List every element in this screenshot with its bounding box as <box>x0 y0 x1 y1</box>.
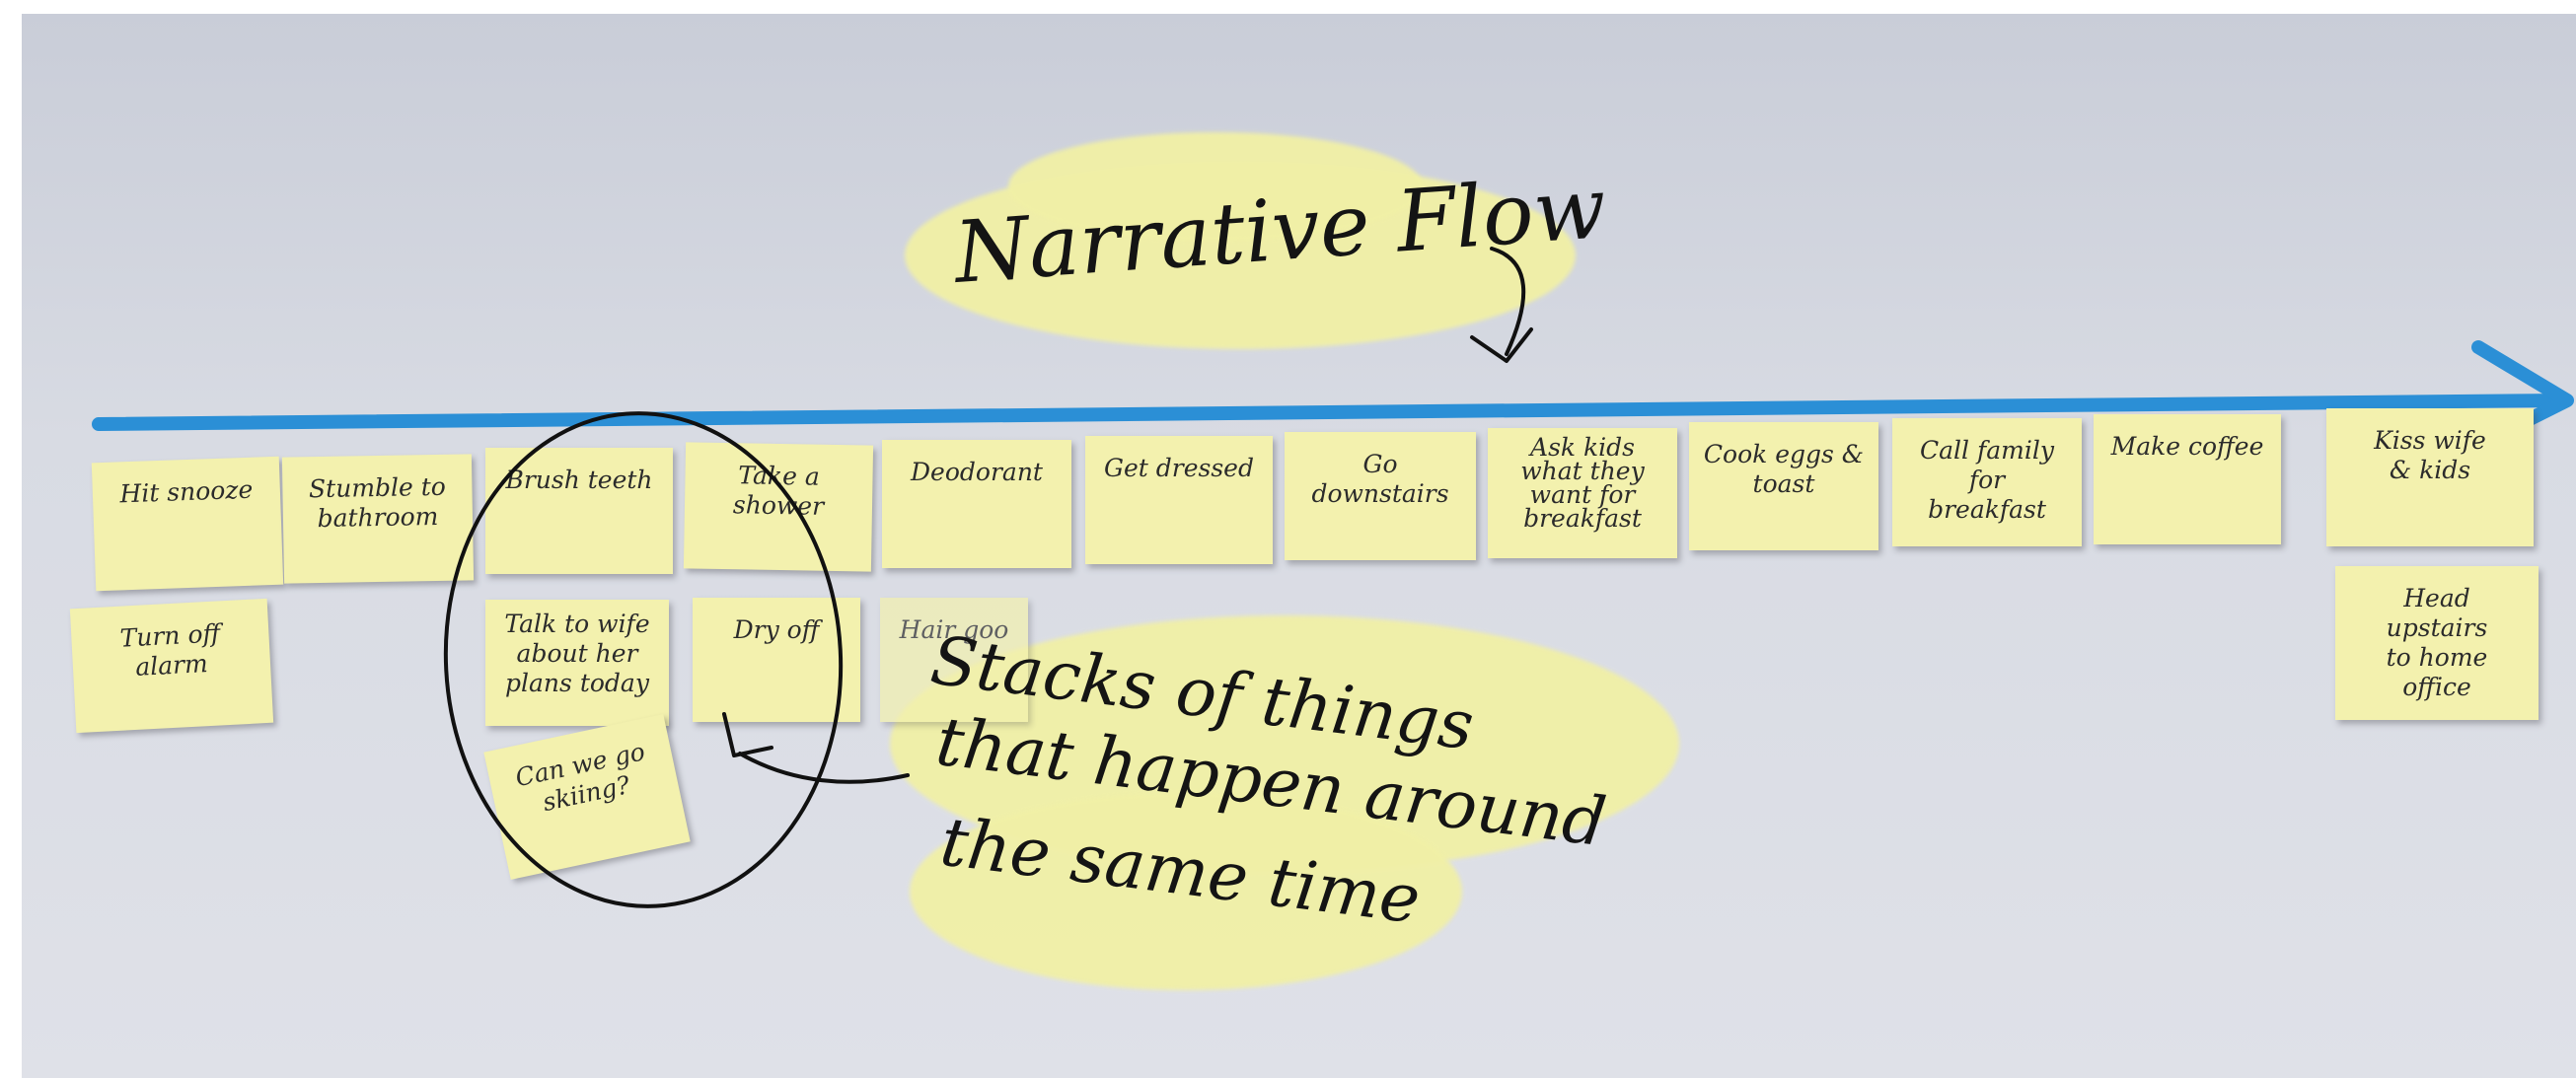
heading-pointer-arrow <box>1490 247 1526 356</box>
heading-highlight-lobe <box>1008 132 1423 241</box>
sticky-note-brush-teeth: Brush teeth <box>485 448 673 574</box>
sticky-note-ask-kids: Ask kids what they want for breakfast <box>1488 428 1677 558</box>
caption-pointer-arrowhead <box>722 712 773 757</box>
stack-circle <box>443 411 844 908</box>
heading-pointer-arrowhead <box>1470 327 1533 363</box>
whiteboard-photo: Narrative Flow Hit snooze Stumble to bat… <box>22 14 2576 1078</box>
sticky-note-get-dressed: Get dressed <box>1085 436 1273 564</box>
sticky-note-kiss-wife-kids: Kiss wife & kids <box>2326 408 2534 546</box>
caption-pointer-arrow <box>738 752 910 784</box>
sticky-note-make-coffee: Make coffee <box>2094 414 2281 544</box>
sticky-note-deodorant: Deodorant <box>882 440 1071 568</box>
sticky-note-hair-goo: Hair goo <box>880 598 1028 722</box>
sticky-note-go-downstairs: Go downstairs <box>1285 432 1476 560</box>
sticky-note-dry-off: Dry off <box>693 598 860 722</box>
sticky-note-head-upstairs: Head upstairs to home office <box>2335 566 2539 720</box>
sticky-note-call-family: Call family for breakfast <box>1892 418 2082 546</box>
sticky-note-cook-eggs-toast: Cook eggs & toast <box>1689 422 1878 550</box>
caption-highlight-lobe <box>910 793 1462 990</box>
sticky-note-talk-to-wife: Talk to wife about her plans today <box>485 600 669 726</box>
ink-markup <box>443 247 1533 908</box>
